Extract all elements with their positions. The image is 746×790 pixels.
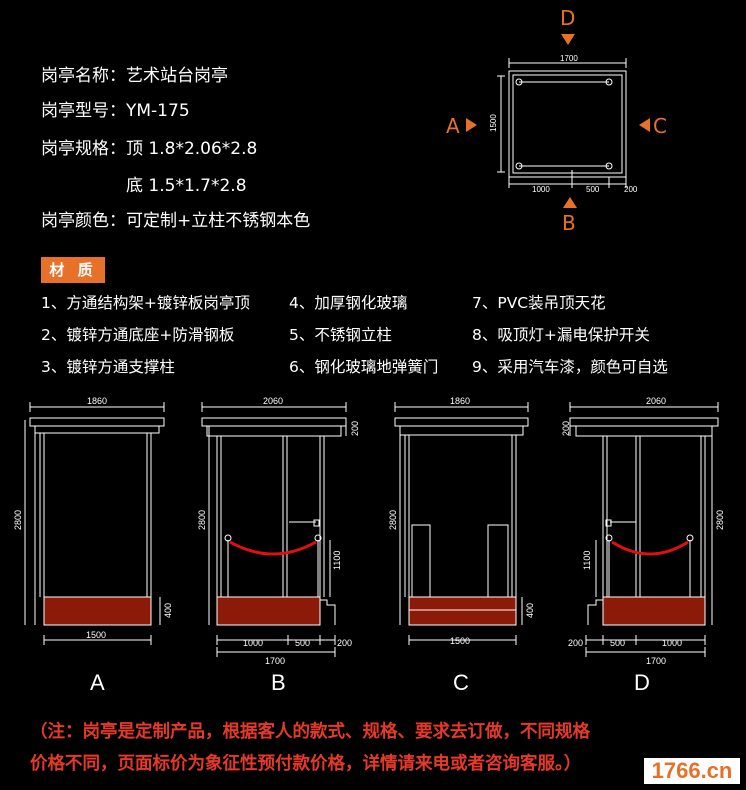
elev-d-total: 1700 — [646, 656, 666, 666]
elev-c-bottom: 1500 — [450, 636, 470, 646]
note-line-1: （注：岗亭是定制产品，根据客人的款式、规格、要求去订做，不同规格 — [30, 722, 590, 742]
elevation-d-base — [602, 596, 706, 626]
plan-dir-left: A — [446, 114, 460, 138]
elevation-letter-a: A — [90, 670, 105, 695]
elev-a-bottom: 1500 — [86, 630, 106, 640]
plan-dim-top: 1700 — [560, 54, 578, 63]
elevation-letter-d: D — [634, 670, 650, 695]
material-item: 2、镀锌方通底座+防滑钢板 — [41, 326, 235, 344]
plan-dir-top: D — [560, 6, 576, 30]
plan-dir-right: C — [653, 114, 667, 138]
elev-c-height: 2800 — [388, 510, 398, 530]
elevation-b-rope — [229, 540, 317, 556]
elev-c-base: 400 — [525, 603, 535, 618]
elev-d-b1: 500 — [610, 638, 625, 648]
elev-b-b3: 200 — [337, 638, 352, 648]
arrow-up-icon — [563, 197, 577, 208]
spec-model: 岗亭型号：YM-175 — [41, 101, 190, 121]
material-item: 7、PVC装吊顶天花 — [472, 294, 606, 312]
elev-d-roof: 200 — [561, 421, 571, 436]
plan-dim-b3: 200 — [624, 185, 638, 194]
material-item: 6、钢化玻璃地弹簧门 — [289, 358, 439, 376]
note-line-2: 价格不同，页面标价为象征性预付款价格，详情请来电或者咨询客服。） — [30, 754, 582, 774]
spec-color: 岗亭颜色：可定制+立柱不锈钢本色 — [41, 211, 311, 231]
materials-title: 材 质 — [41, 257, 105, 283]
material-item: 9、采用汽车漆，颜色可自选 — [472, 358, 668, 376]
elev-d-height: 2800 — [715, 510, 725, 530]
arrow-down-icon — [561, 34, 575, 45]
elev-b-roof: 200 — [350, 421, 360, 436]
plan-dim-b2: 500 — [586, 185, 600, 194]
spec-name: 岗亭名称：艺术站台岗亭 — [41, 66, 228, 86]
elevation-a-base — [43, 596, 152, 626]
material-item: 3、镀锌方通支撑柱 — [41, 358, 175, 376]
plan-dim-left: 1500 — [489, 114, 498, 132]
spec-size-bottom: 底 1.5*1.7*2.8 — [126, 176, 247, 196]
material-item: 4、加厚钢化玻璃 — [289, 294, 408, 312]
elev-c-top: 1860 — [450, 396, 470, 406]
elevation-d-rope — [611, 540, 689, 556]
elevation-c — [394, 402, 529, 645]
elev-a-base: 400 — [163, 603, 173, 618]
elev-d-b2: 1000 — [662, 638, 682, 648]
elev-b-b1: 1000 — [243, 638, 263, 648]
elev-b-total: 1700 — [265, 656, 285, 666]
elevation-a — [24, 402, 165, 645]
elevation-d — [569, 402, 719, 657]
plan-dim-b1: 1000 — [532, 185, 550, 194]
plan-dir-bottom: B — [562, 211, 576, 235]
elev-b-b2: 500 — [295, 638, 310, 648]
elev-a-top: 1860 — [87, 396, 107, 406]
elev-b-height: 2800 — [197, 510, 207, 530]
elev-b-top: 2060 — [263, 396, 283, 406]
elevation-letter-b: B — [271, 670, 286, 695]
spec-size-top: 岗亭规格：顶 1.8*2.06*2.8 — [41, 139, 258, 159]
material-item: 1、方通结构架+镀锌板岗亭顶 — [41, 294, 250, 312]
elevation-c-base — [408, 596, 517, 626]
material-item: 8、吸顶灯+漏电保护开关 — [472, 326, 650, 344]
site-logo[interactable]: 1766.cn — [644, 758, 740, 784]
elev-d-rail: 1100 — [582, 551, 592, 570]
elev-b-rail: 1100 — [332, 551, 342, 570]
arrow-right-icon — [466, 118, 477, 132]
elevation-letter-c: C — [453, 670, 469, 695]
elev-a-height: 2800 — [13, 510, 23, 530]
elevation-b — [201, 402, 347, 657]
elev-d-b3: 200 — [568, 638, 583, 648]
arrow-left-icon — [639, 118, 650, 132]
material-item: 5、不锈钢立柱 — [289, 326, 392, 344]
elev-d-top: 2060 — [646, 396, 666, 406]
elevation-b-base — [216, 596, 321, 626]
